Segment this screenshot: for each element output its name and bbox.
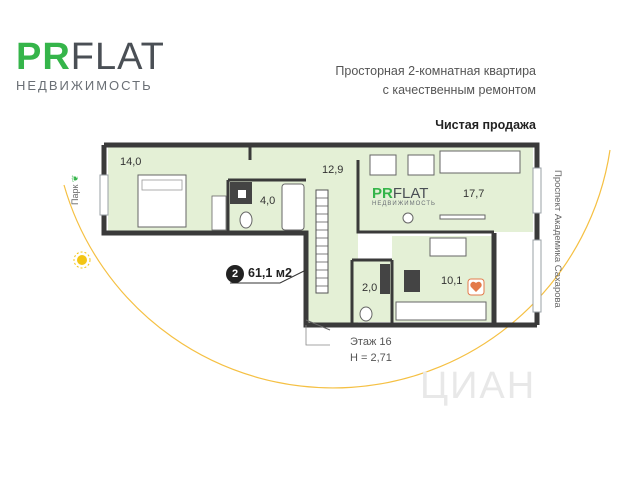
- description-line-1: Просторная 2-комнатная квартира: [335, 64, 536, 78]
- armchair-icon: [369, 154, 397, 176]
- park-label: Парк ❦: [70, 175, 81, 205]
- room-hall: [306, 160, 358, 325]
- room-area-label: 4,0: [260, 195, 276, 207]
- plan-logo: PRFLAT НЕДВИЖИМОСТЬ: [372, 186, 436, 207]
- sun-icon: [77, 255, 87, 265]
- room-area-label: 2,0: [362, 282, 378, 294]
- total-area: 61,1 м2: [248, 266, 293, 280]
- toilet-icon: [359, 306, 373, 322]
- street-label: Проспект Академика Сахарова: [552, 170, 563, 308]
- bed-icon: [137, 174, 187, 228]
- listing-description: Просторная 2-комнатная квартира с качест…: [335, 62, 536, 100]
- floor-number: Этаж 16: [350, 336, 392, 348]
- rooms-count-badge: 2: [226, 265, 244, 283]
- area-pointer: [230, 269, 307, 284]
- room-area-label: 17,7: [463, 188, 485, 200]
- sun-rays: [73, 251, 91, 269]
- sun-path-arc: [63, 149, 611, 389]
- floor-info: Этаж 16 H = 2,71: [350, 334, 392, 366]
- shaft: [404, 270, 420, 292]
- description-line-2: с качественным ремонтом: [382, 83, 536, 97]
- sale-type: Чистая продажа: [435, 118, 536, 132]
- window-kitchen: [532, 239, 542, 313]
- window-bedroom: [99, 174, 109, 216]
- watermark: ЦИАН: [420, 365, 537, 407]
- room-area-label: 14,0: [120, 156, 142, 168]
- logo-pr: PR: [16, 36, 71, 78]
- armchair-icon: [407, 154, 435, 176]
- tv-stand-icon: [439, 214, 486, 220]
- entry-door: [305, 319, 331, 331]
- logo-subtitle: НЕДВИЖИМОСТЬ: [16, 78, 153, 93]
- plan-logo-sub: НЕДВИЖИМОСТЬ: [372, 201, 436, 207]
- plan-logo-pr: PR: [372, 185, 393, 202]
- logo-flat: FLAT: [70, 36, 165, 78]
- dining-table-icon: [429, 237, 467, 257]
- windows: [99, 167, 542, 313]
- room-area-label: 10,1: [441, 275, 463, 287]
- park-name: Парк: [70, 184, 80, 205]
- interior-walls: [226, 145, 494, 325]
- logo-wordmark: PRFLAT: [16, 38, 165, 76]
- sofa-icon: [439, 150, 521, 174]
- heart-icon: [470, 281, 482, 292]
- room-area-label: 12,9: [322, 164, 344, 176]
- ceiling-height: H = 2,71: [350, 352, 392, 364]
- company-logo: PRFLAT НЕДВИЖИМОСТЬ: [16, 38, 165, 93]
- wardrobe: [315, 189, 329, 294]
- kitchen-counter: [395, 301, 487, 321]
- leaf-icon: ❦: [70, 174, 80, 185]
- plant-icon: [402, 212, 414, 224]
- dresser-icon: [211, 195, 227, 231]
- shaft: [380, 264, 390, 294]
- window-living: [532, 167, 542, 214]
- toilet-icon: [239, 211, 253, 229]
- bathtub-icon: [281, 183, 305, 231]
- plan-logo-flat: FLAT: [392, 185, 429, 202]
